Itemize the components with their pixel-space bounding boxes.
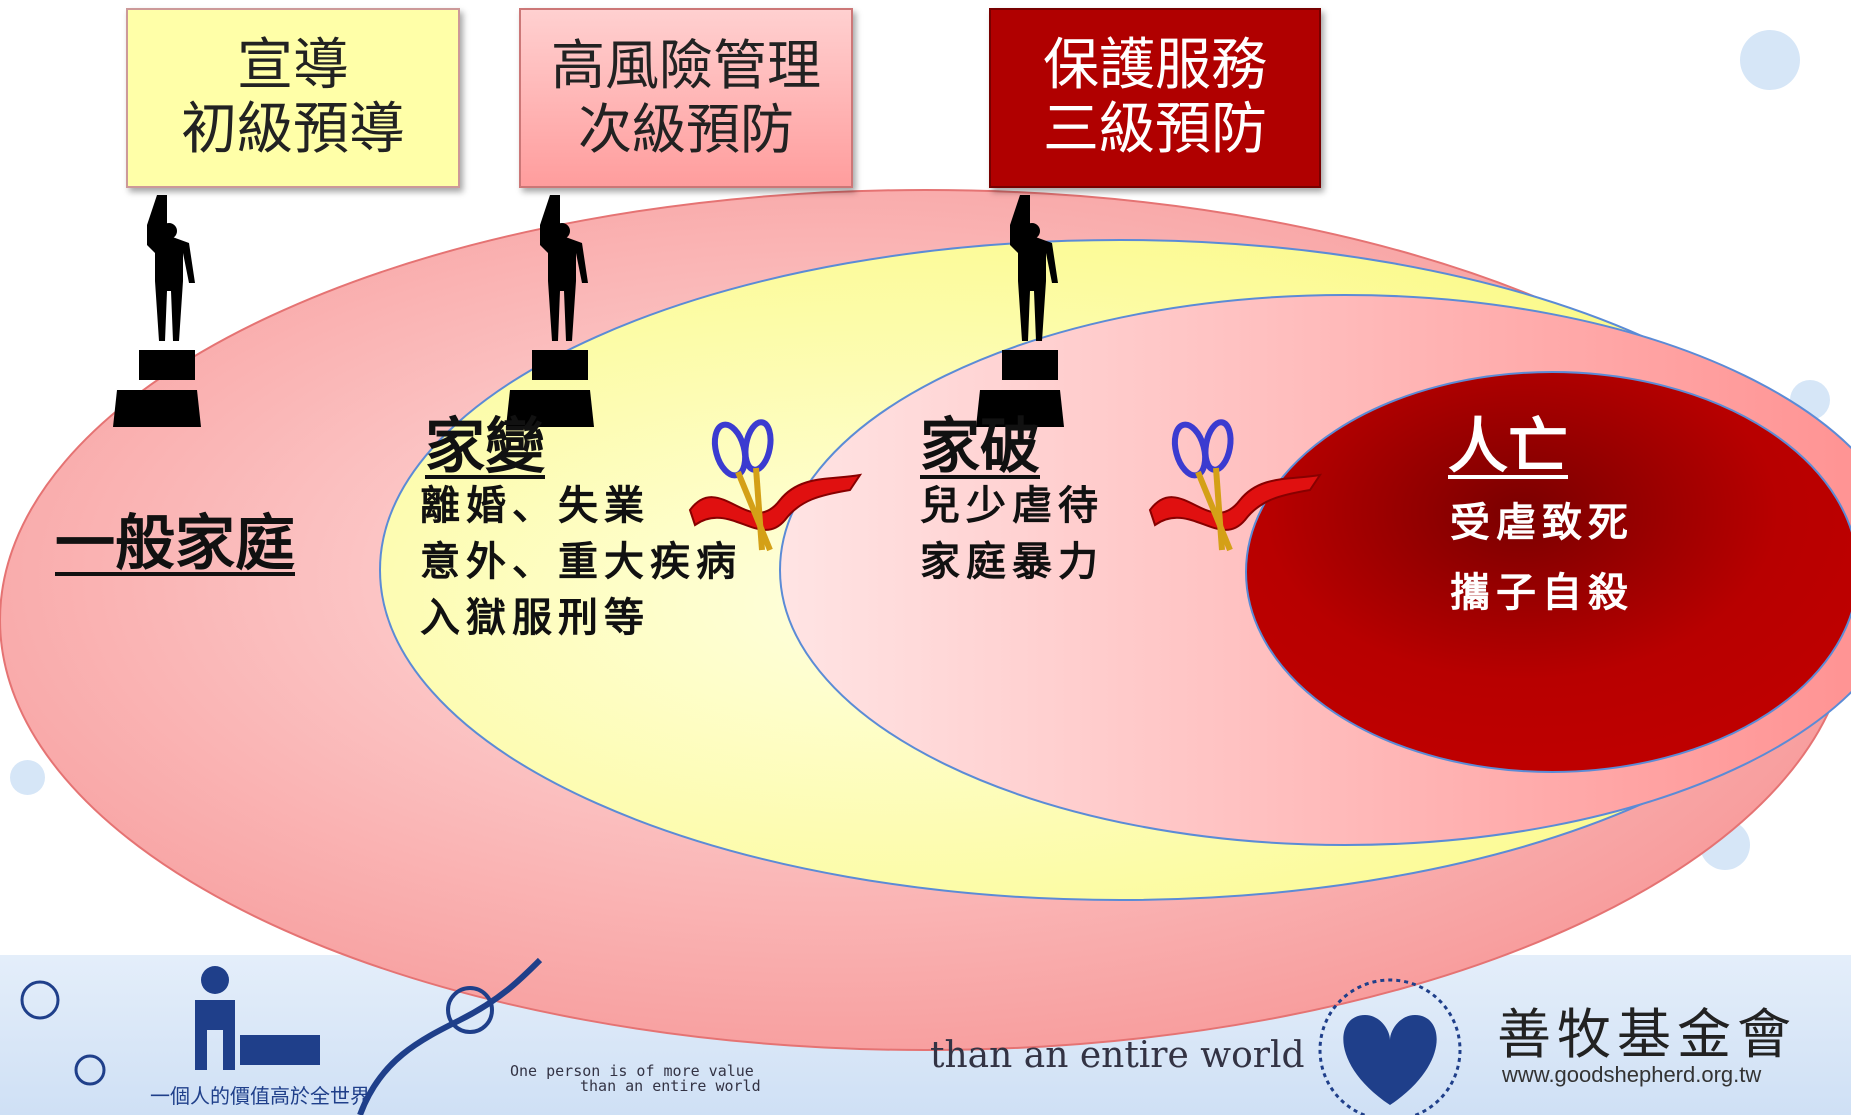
footer-slogan-large: than an entire world bbox=[930, 1035, 1305, 1076]
scissors-ribbon-icon bbox=[1148, 419, 1323, 552]
background-dot bbox=[1740, 30, 1800, 90]
level-box-primary: 宣導 初級預導 bbox=[126, 8, 460, 188]
statue-icon bbox=[506, 195, 594, 427]
family-change-title: 家變 bbox=[425, 412, 545, 482]
footer-slogan-small: than an entire world bbox=[580, 1077, 761, 1095]
level-box-line2: 初級預導 bbox=[181, 97, 405, 162]
shepherd-logo-icon bbox=[195, 966, 320, 1070]
scissors-ribbon-icon bbox=[688, 419, 863, 552]
footer-slogan-small: One person is of more value bbox=[510, 1062, 754, 1080]
family-broken-item: 家庭暴力 bbox=[920, 538, 1104, 585]
background-dot bbox=[10, 760, 45, 795]
footer-tagline-cn: 一個人的價值高於全世界 bbox=[150, 1084, 370, 1108]
level-box-line1: 宣導 bbox=[237, 33, 349, 98]
level-box-line2: 三級預防 bbox=[1043, 97, 1267, 162]
circle-death bbox=[1245, 371, 1851, 773]
family-change-item: 離婚、失業 bbox=[420, 482, 650, 529]
family-broken-item: 兒少虐待 bbox=[920, 482, 1104, 529]
level-box-tertiary: 保護服務 三級預防 bbox=[989, 8, 1321, 188]
family-broken-title: 家破 bbox=[920, 412, 1040, 482]
foundation-seal-icon bbox=[1318, 978, 1462, 1115]
level-box-line2: 次級預防 bbox=[578, 98, 794, 161]
org-url[interactable]: www.goodshepherd.org.tw bbox=[1502, 1062, 1762, 1087]
family-change-item: 意外、重大疾病 bbox=[420, 538, 742, 585]
statue-icon bbox=[113, 195, 201, 427]
family-change-item: 入獄服刑等 bbox=[420, 594, 650, 641]
level-box-secondary: 高風險管理 次級預防 bbox=[519, 8, 853, 188]
footer-swirl-decoration bbox=[20, 957, 543, 1115]
death-item: 受虐致死 bbox=[1450, 499, 1634, 546]
level-box-line1: 高風險管理 bbox=[551, 34, 821, 97]
level-box-line1: 保護服務 bbox=[1043, 33, 1267, 98]
general-family-title: 一般家庭 bbox=[55, 509, 295, 579]
death-item: 攜子自殺 bbox=[1450, 569, 1634, 616]
org-name: 善牧基金會 bbox=[1497, 1003, 1797, 1066]
statue-icon bbox=[976, 195, 1064, 427]
death-title: 人亡 bbox=[1448, 412, 1568, 482]
